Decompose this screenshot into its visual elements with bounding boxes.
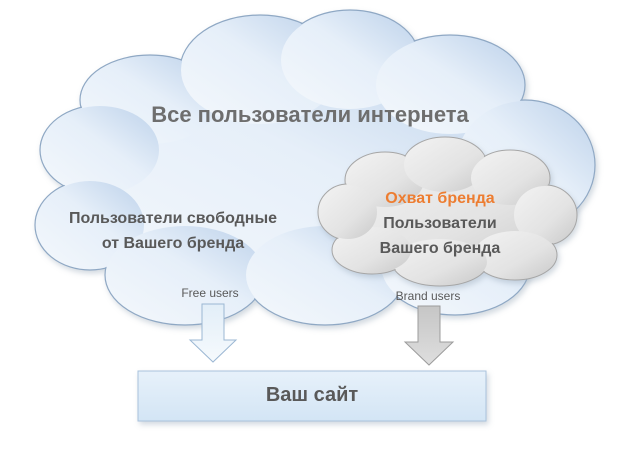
brand-cloud — [317, 136, 578, 287]
brand-segment-text: Охват бренда Пользователи Вашего бренда — [340, 186, 540, 261]
brand-segment-line1: Пользователи — [383, 215, 497, 232]
brand-users-label: Brand users — [395, 289, 461, 303]
brand-segment-line2: Вашего бренда — [379, 240, 501, 257]
brand-users-arrow — [403, 305, 455, 366]
diagram-title: Все пользователи интернета — [151, 102, 469, 127]
free-segment-text: Пользователи свободные от Вашего бренда — [48, 206, 298, 256]
free-users-arrow — [188, 303, 238, 363]
free-segment-line2: от Вашего бренда — [101, 235, 245, 252]
brand-reach-label: Охват бренда — [385, 190, 495, 207]
site-box — [137, 370, 487, 422]
free-segment-line1: Пользователи свободные — [68, 210, 278, 227]
site-label: Ваш сайт — [265, 384, 359, 406]
free-users-label: Free users — [181, 286, 239, 300]
